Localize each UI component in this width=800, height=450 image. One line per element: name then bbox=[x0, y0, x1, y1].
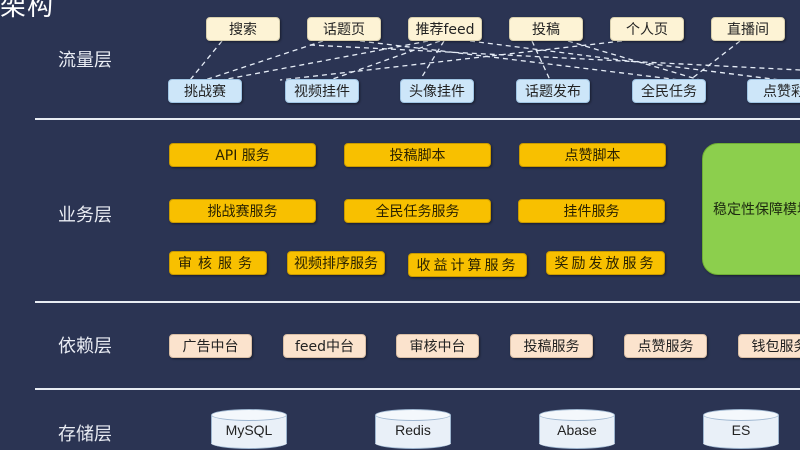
db-label: MySQL bbox=[225, 422, 273, 438]
db-abase: Abase bbox=[539, 409, 615, 449]
business-layer-label: 业务层 bbox=[58, 205, 112, 226]
cylinder-cap bbox=[703, 409, 779, 421]
service-revenue-calc: 收益计算服务 bbox=[408, 253, 527, 277]
db-label: Abase bbox=[557, 422, 597, 438]
feature-like-egg: 点赞彩 bbox=[747, 79, 800, 103]
service-video-ranking: 视频排序服务 bbox=[287, 251, 385, 275]
feature-all-people-task: 全民任务 bbox=[632, 79, 706, 103]
cylinder-cap bbox=[539, 409, 615, 421]
layer-divider bbox=[35, 388, 800, 390]
script-like: 点赞脚本 bbox=[519, 143, 666, 167]
dep-ad-platform: 广告中台 bbox=[169, 334, 252, 358]
db-redis: Redis bbox=[375, 409, 451, 449]
entry-profile-page: 个人页 bbox=[610, 17, 684, 41]
cylinder-cap bbox=[211, 409, 287, 421]
layer-divider bbox=[35, 301, 800, 303]
db-label: Redis bbox=[395, 422, 431, 438]
entry-live-room: 直播间 bbox=[711, 17, 785, 41]
dependency-layer-label: 依赖层 bbox=[58, 336, 112, 357]
dep-like-service: 点赞服务 bbox=[624, 334, 707, 358]
dep-review-platform: 审核中台 bbox=[396, 334, 479, 358]
entry-topic-page: 话题页 bbox=[307, 17, 381, 41]
db-mysql: MySQL bbox=[211, 409, 287, 449]
service-reward-distribution: 奖励发放服务 bbox=[546, 251, 665, 275]
feature-avatar-widget: 头像挂件 bbox=[400, 79, 474, 103]
cylinder-cap bbox=[375, 409, 451, 421]
entry-search: 搜索 bbox=[206, 17, 280, 41]
service-all-people-task: 全民任务服务 bbox=[344, 199, 491, 223]
entry-submission: 投稿 bbox=[509, 17, 583, 41]
layer-divider bbox=[35, 118, 800, 120]
db-es: ES bbox=[703, 409, 779, 449]
feature-video-widget: 视频挂件 bbox=[285, 79, 359, 103]
storage-layer-label: 存储层 bbox=[58, 424, 112, 445]
entry-recommend-feed: 推荐feed bbox=[408, 17, 482, 41]
script-submission: 投稿脚本 bbox=[344, 143, 491, 167]
service-widget: 挂件服务 bbox=[518, 199, 665, 223]
feature-topic-publish: 话题发布 bbox=[516, 79, 590, 103]
feature-challenge: 挑战赛 bbox=[168, 79, 242, 103]
dep-wallet-service: 钱包服务 bbox=[738, 334, 800, 358]
service-challenge: 挑战赛服务 bbox=[169, 199, 316, 223]
stability-module: 稳定性保障模块 bbox=[702, 143, 800, 275]
dep-submission-service: 投稿服务 bbox=[510, 334, 593, 358]
dep-feed-platform: feed中台 bbox=[283, 334, 366, 358]
traffic-layer-label: 流量层 bbox=[58, 50, 112, 71]
diagram-title: 架构 bbox=[0, 0, 55, 22]
service-api: API 服务 bbox=[169, 143, 316, 167]
db-label: ES bbox=[731, 422, 751, 438]
service-review: 审核服务 bbox=[169, 251, 267, 275]
